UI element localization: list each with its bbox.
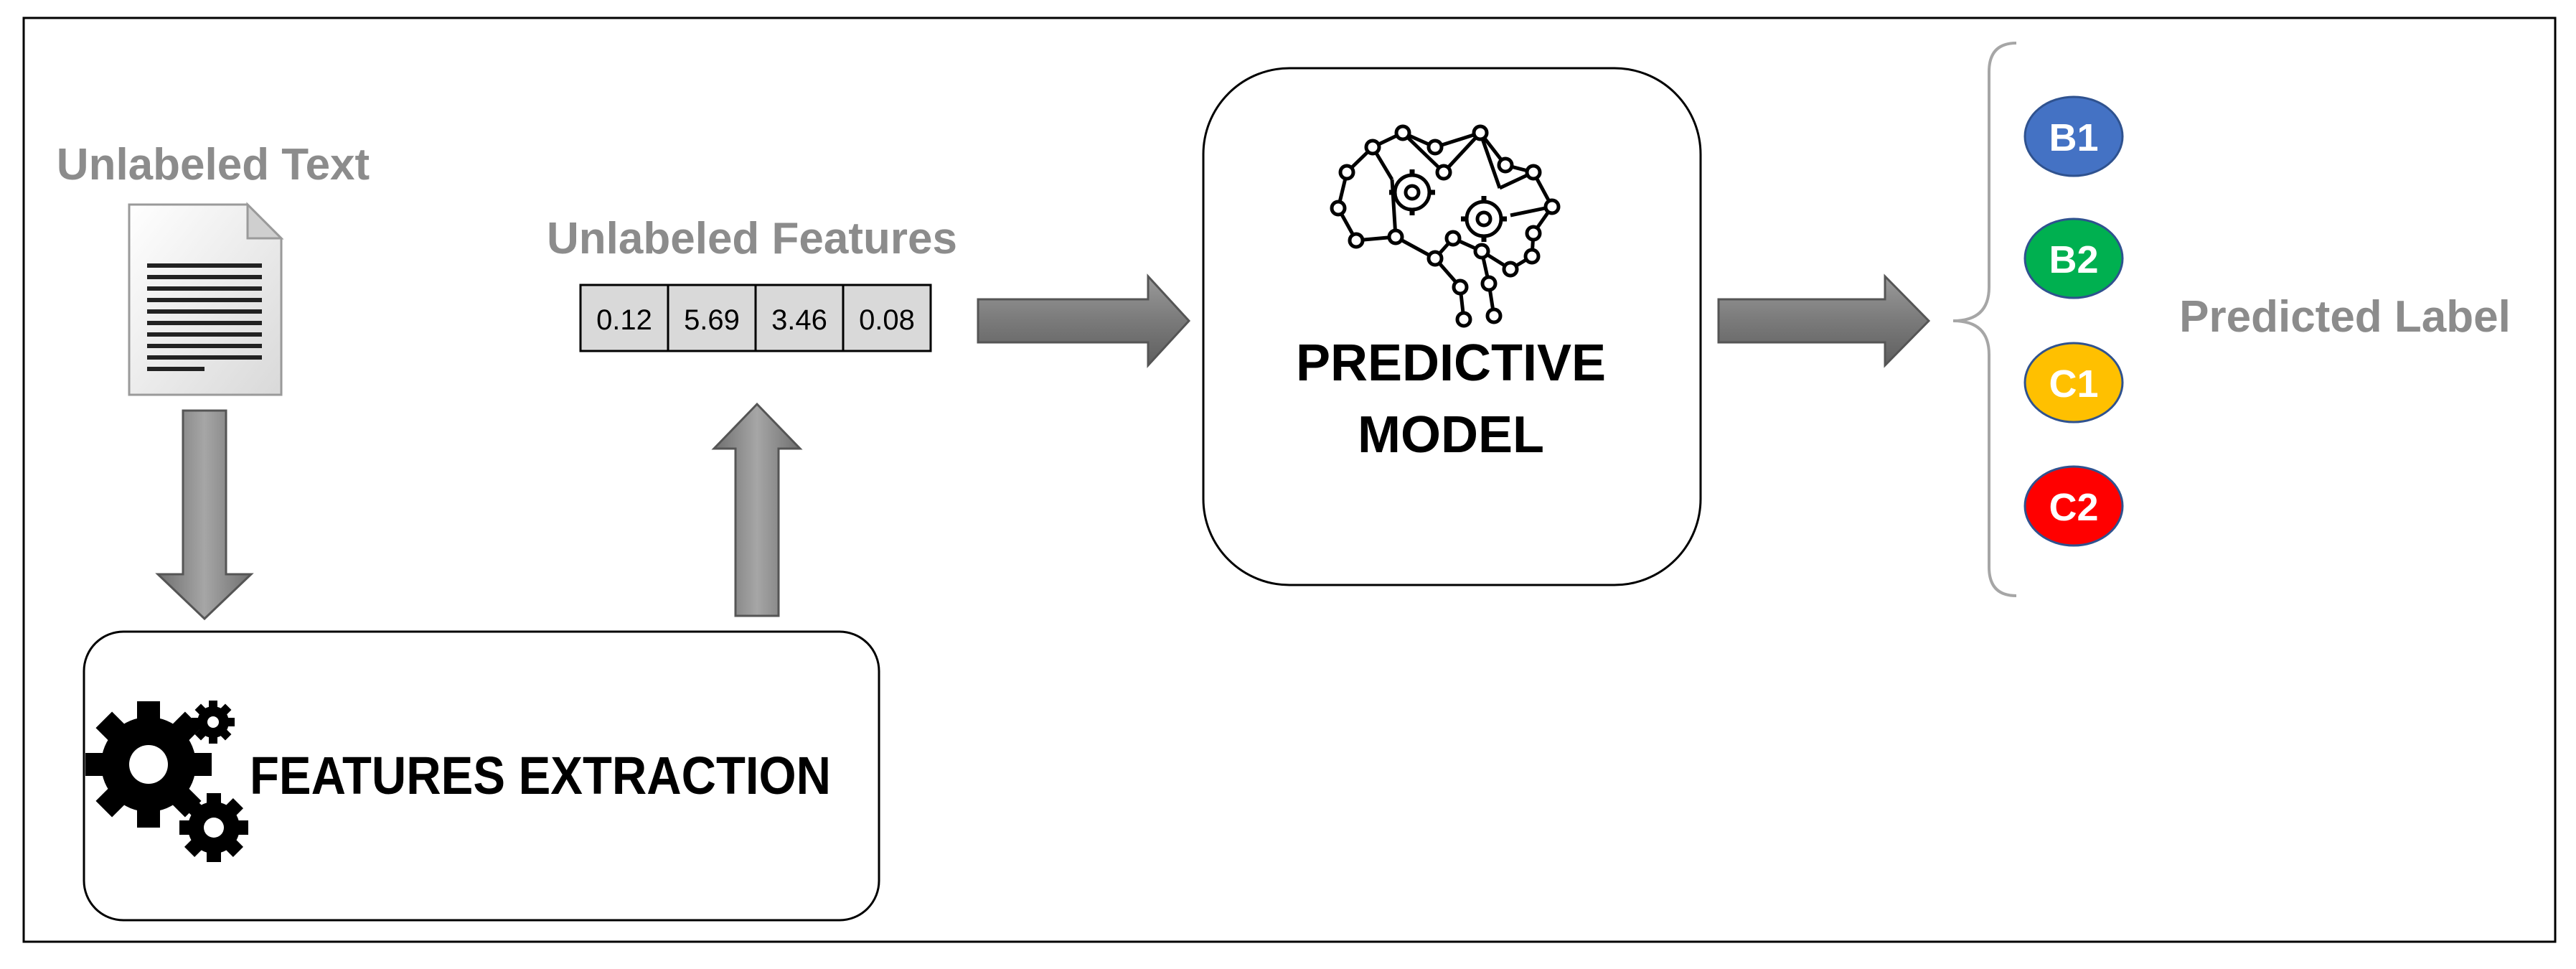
- class-c1: C1: [2023, 342, 2124, 423]
- document-icon: [128, 202, 284, 396]
- class-c2: C2: [2023, 465, 2124, 547]
- predictive-model-box: [1202, 67, 1702, 586]
- arrow-down-to-extraction: [155, 409, 254, 621]
- class-b2-label: B2: [2049, 238, 2098, 281]
- class-c2-label: C2: [2049, 486, 2098, 529]
- unlabeled-features-title: Unlabeled Features: [547, 214, 957, 263]
- predictive-model-label-line1: PREDICTIVE: [1296, 334, 1606, 392]
- feature-vector: 0.12 5.69 3.46 0.08: [579, 284, 932, 352]
- predicted-label-title: Predicted Label: [2179, 292, 2511, 342]
- arrow-right-to-model: [977, 273, 1191, 368]
- brain-network-icon: [1330, 124, 1561, 328]
- class-c1-label: C1: [2049, 362, 2098, 406]
- class-b2-circle: [2023, 217, 2124, 299]
- features-extraction-label: FEATURES EXTRACTION: [250, 746, 831, 805]
- feature-value: 0.08: [859, 304, 915, 336]
- class-b1-label: B1: [2049, 116, 2098, 159]
- arrow-right-to-labels: [1717, 273, 1931, 368]
- unlabeled-text-title: Unlabeled Text: [57, 140, 370, 189]
- class-c1-circle: [2023, 342, 2124, 423]
- feature-value: 0.12: [596, 304, 652, 336]
- class-b1-circle: [2023, 95, 2124, 177]
- class-b2: B2: [2023, 217, 2124, 299]
- gears-icon: [85, 701, 248, 862]
- feature-value: 5.69: [684, 304, 740, 336]
- arrow-up-to-features: [711, 402, 803, 617]
- features-extraction-box: [83, 630, 880, 922]
- predictive-model-label-line2: MODEL: [1358, 406, 1544, 464]
- feature-value: 3.46: [771, 304, 827, 336]
- class-c2-circle: [2023, 465, 2124, 547]
- class-b1: B1: [2023, 95, 2124, 177]
- label-brace: [1952, 42, 2017, 597]
